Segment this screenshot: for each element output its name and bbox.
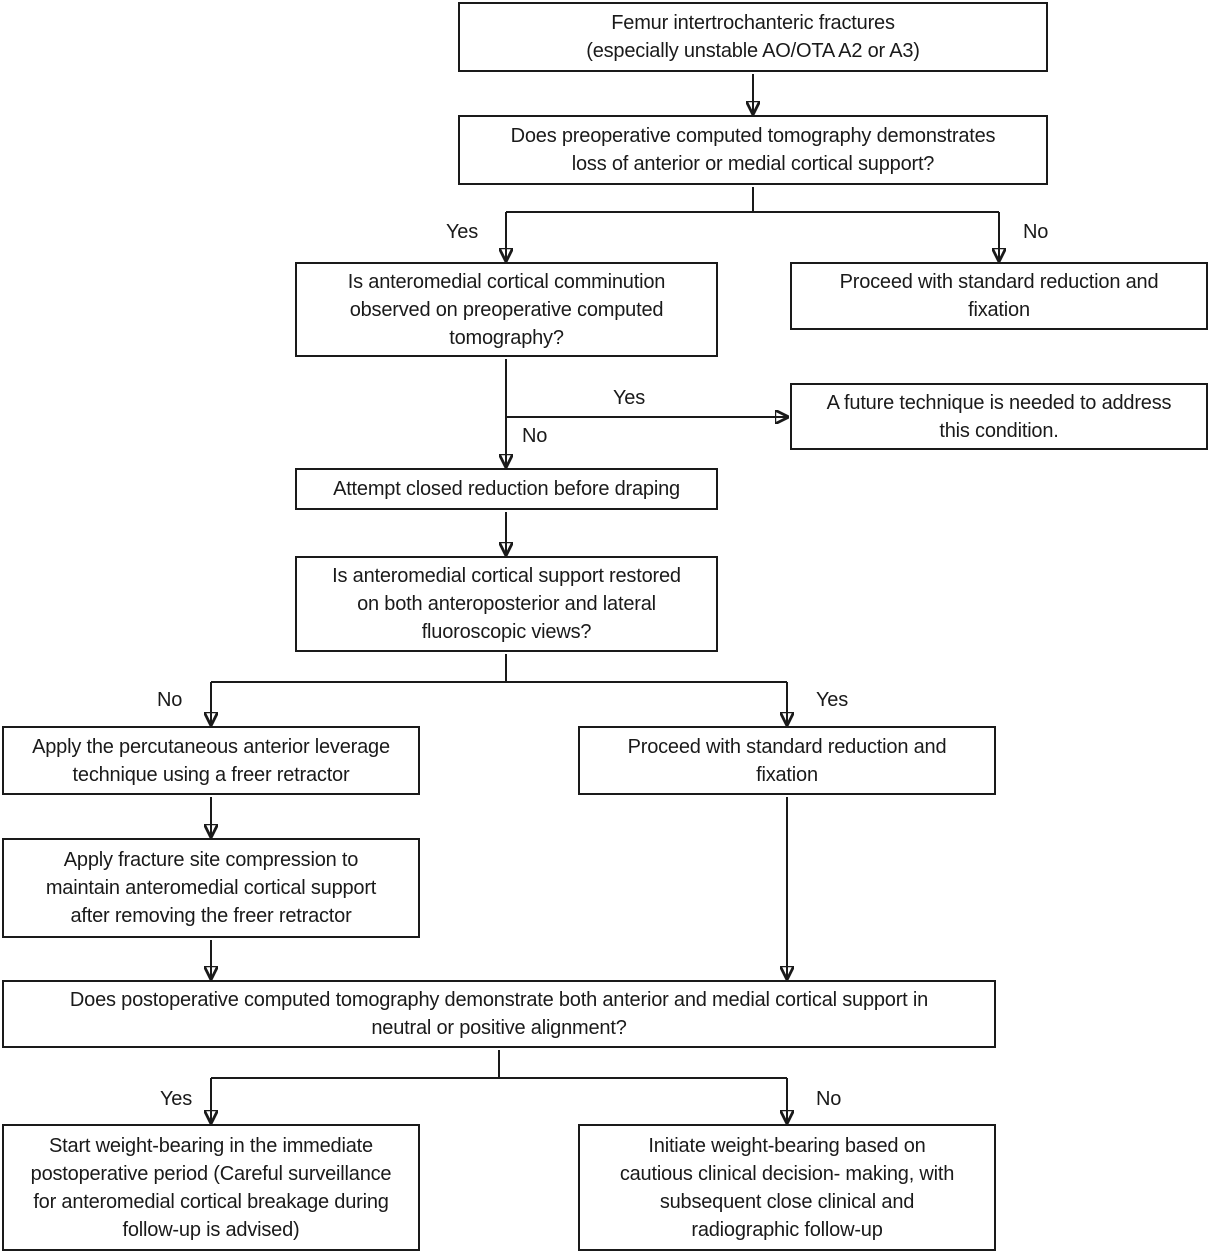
- node-preop-ct-question: Does preoperative computed tomography de…: [458, 115, 1048, 185]
- node-support-restored-question: Is anteromedial cortical support restore…: [295, 556, 718, 652]
- edge-label-preop-no: No: [1023, 221, 1049, 243]
- node-fracture-compression: Apply fracture site compression to maint…: [2, 838, 420, 938]
- node-closed-reduction: Attempt closed reduction before draping: [295, 468, 718, 510]
- node-future-technique: A future technique is needed to address …: [790, 383, 1208, 450]
- edge-label-preop-yes: Yes: [446, 221, 479, 243]
- node-weight-bearing-cautious: Initiate weight-bearing based on cautiou…: [578, 1124, 996, 1251]
- node-standard-fixation-2: Proceed with standard reduction and fixa…: [578, 726, 996, 795]
- edge-label-postop-no: No: [816, 1088, 842, 1110]
- node-start: Femur intertrochanteric fractures (espec…: [458, 2, 1048, 72]
- node-postop-ct-question: Does postoperative computed tomography d…: [2, 980, 996, 1048]
- edge-label-support-yes: Yes: [816, 689, 849, 711]
- node-comminution-question: Is anteromedial cortical comminution obs…: [295, 262, 718, 357]
- edge-label-support-no: No: [157, 689, 183, 711]
- node-leverage-technique: Apply the percutaneous anterior leverage…: [2, 726, 420, 795]
- node-weight-bearing-immediate: Start weight-bearing in the immediate po…: [2, 1124, 420, 1251]
- node-standard-fixation-1: Proceed with standard reduction and fixa…: [790, 262, 1208, 330]
- edge-label-postop-yes: Yes: [160, 1088, 193, 1110]
- edge-label-comminution-no: No: [522, 425, 548, 447]
- edge-label-comminution-yes: Yes: [613, 387, 646, 409]
